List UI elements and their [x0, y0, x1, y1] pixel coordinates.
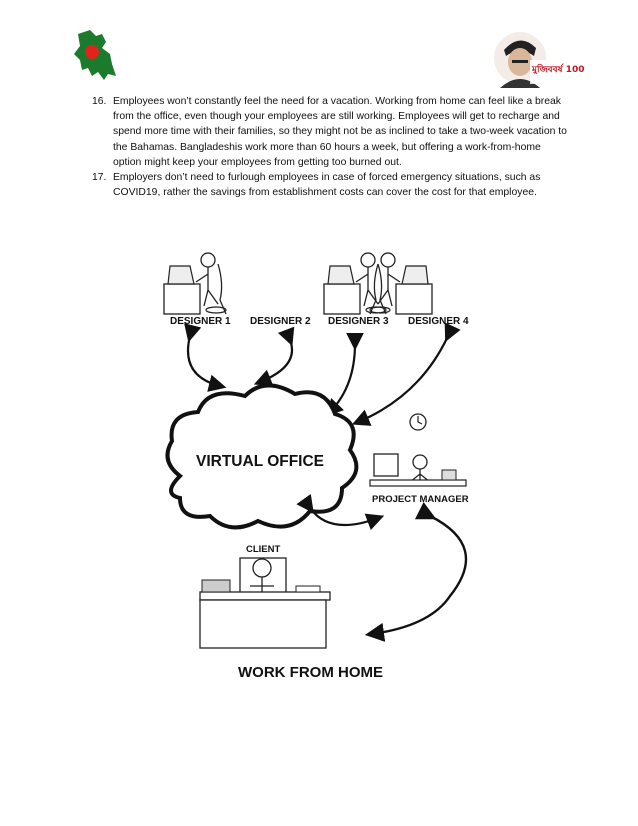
logo-text: মুজিববর্ষ 100: [531, 63, 585, 76]
list-number: 17.: [92, 172, 107, 184]
designer-2-figure: [369, 252, 433, 315]
cloud-label: VIRTUAL OFFICE: [196, 453, 324, 470]
arrow-client: [364, 502, 468, 642]
designer-2-label: DESIGNER 2: [250, 316, 311, 327]
numbered-list: 16. Employees won’t constantly feel the …: [92, 94, 568, 200]
list-item: 17. Employers don’t need to furlough emp…: [92, 170, 568, 200]
list-number: 16.: [92, 96, 107, 107]
designer-1-figure: [163, 252, 227, 315]
client-label: CLIENT: [246, 544, 281, 555]
list-text: Employers don’t need to furlough employe…: [113, 172, 541, 199]
arrow-designer-1: [184, 323, 227, 392]
list-text: Employees won’t constantly feel the need…: [113, 96, 567, 168]
arrow-designer-4: [351, 322, 461, 426]
arrow-designer-2: [253, 326, 295, 387]
list-item: 16. Employees won’t constantly feel the …: [92, 94, 568, 170]
work-from-home-diagram: DESIGNER 1 DESIGNER 2 DESIGNER 3 DESIGNE…: [163, 252, 469, 681]
bangladesh-map-flag-icon: [74, 30, 116, 80]
designer-3-figure: [323, 252, 387, 315]
mujib-100-logo-icon: মুজিববর্ষ 100: [494, 32, 585, 88]
designer-1-label: DESIGNER 1: [170, 316, 231, 327]
designer-4-label: DESIGNER 4: [408, 316, 469, 327]
client-figure: [199, 557, 331, 649]
arrow-designer-3: [325, 332, 364, 417]
virtual-office-cloud: [165, 383, 359, 530]
project-manager-label: PROJECT MANAGER: [372, 494, 469, 505]
diagram-title: WORK FROM HOME: [238, 664, 383, 681]
designer-3-label: DESIGNER 3: [328, 316, 389, 327]
project-manager-figure: [369, 453, 467, 487]
clock-icon: [409, 413, 427, 431]
